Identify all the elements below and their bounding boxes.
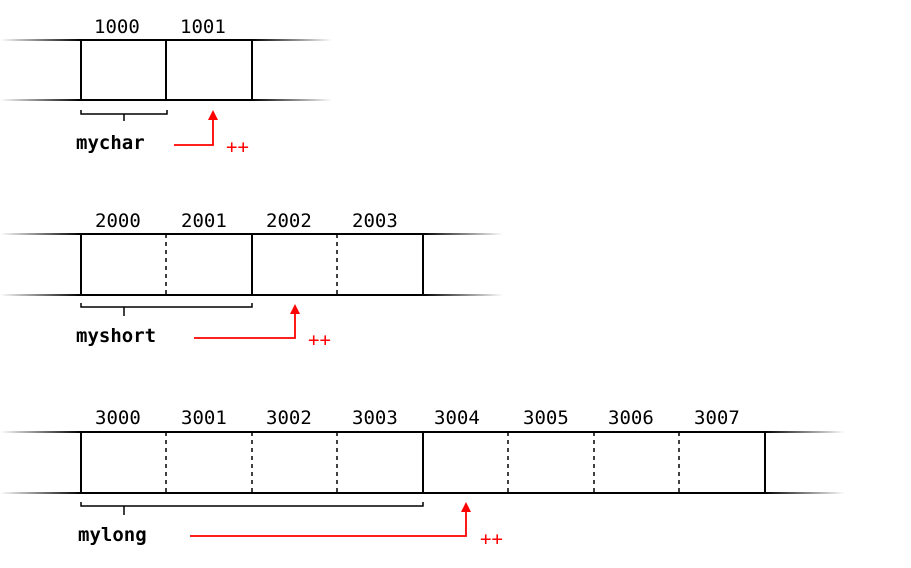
variable-brace (80, 502, 424, 515)
increment-arrow (174, 118, 214, 146)
rail-fade-right (765, 431, 845, 433)
arrow-head (208, 110, 218, 120)
rail-fade-left (0, 492, 80, 494)
address-label: 3001 (181, 407, 227, 429)
address-label: 2002 (266, 210, 312, 232)
increment-label: ++ (308, 329, 331, 351)
address-label: 2001 (181, 210, 227, 232)
increment-label: ++ (480, 528, 503, 550)
rail-fade-left (0, 39, 80, 41)
address-label: 2003 (352, 210, 398, 232)
variable-name: mylong (78, 524, 147, 546)
address-label: 3006 (608, 407, 654, 429)
rail-fade-right (765, 492, 845, 494)
increment-label: ++ (226, 136, 249, 158)
address-label: 1000 (94, 16, 140, 38)
address-label: 2000 (95, 210, 141, 232)
row-mylong: 3000 3001 3002 3003 3004 3005 3006 3007 … (0, 407, 845, 550)
increment-arrow (194, 313, 296, 339)
rail-fade-right (252, 39, 332, 41)
rail-fade-right (252, 99, 332, 101)
rail-fade-left (0, 233, 80, 235)
variable-name: myshort (76, 325, 156, 347)
row-myshort: 2000 2001 2002 2003 myshort ++ (0, 210, 503, 351)
address-label: 3000 (95, 407, 141, 429)
address-label: 3005 (523, 407, 569, 429)
address-label: 1001 (180, 16, 226, 38)
rail-fade-left (0, 431, 80, 433)
address-label: 3004 (434, 407, 480, 429)
rail-fade-right (423, 294, 503, 296)
increment-arrow (190, 511, 467, 537)
variable-name: mychar (76, 132, 145, 154)
address-label: 3007 (694, 407, 740, 429)
rail-fade-right (423, 233, 503, 235)
rail-fade-left (0, 294, 80, 296)
variable-brace (80, 303, 253, 316)
address-label: 3003 (352, 407, 398, 429)
variable-brace (80, 110, 168, 121)
arrow-head (290, 304, 300, 314)
rail-fade-left (0, 99, 80, 101)
arrow-head (461, 502, 471, 512)
row-mychar: 1000 1001 mychar ++ (0, 16, 332, 158)
address-label: 3002 (266, 407, 312, 429)
